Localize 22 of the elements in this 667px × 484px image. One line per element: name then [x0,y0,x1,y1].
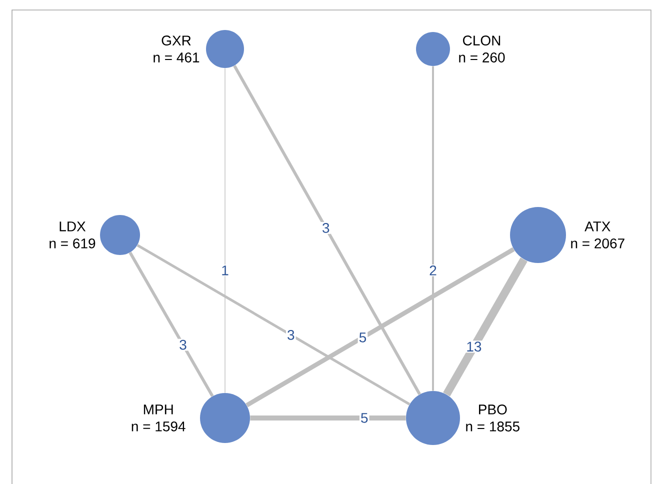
node-label: GXR n = 461 [154,36,200,62]
node-label: CLON n = 260 [459,36,505,62]
edge-label: 5 [359,412,370,424]
node-label: ATX n = 2067 [571,222,624,248]
network-edge [250,416,406,420]
edge-label: 13 [465,340,483,353]
node-label: LDX n = 619 [50,222,96,248]
edge-label: 5 [358,332,368,344]
network-edge [136,244,410,406]
node-label: PBO n = 1855 [466,404,520,432]
network-edge [443,257,528,396]
network-edge [246,247,515,408]
network-edge [432,66,434,391]
network-edge [233,64,421,396]
edge-label: 3 [178,338,188,351]
edge-label: 3 [286,328,296,341]
edge-label: 1 [220,264,230,276]
edge-label: 2 [428,264,438,276]
network-edge [224,68,226,394]
node-label: MPH n = 1594 [132,404,186,432]
network-edge [128,252,214,397]
edge-label: 3 [321,222,331,234]
